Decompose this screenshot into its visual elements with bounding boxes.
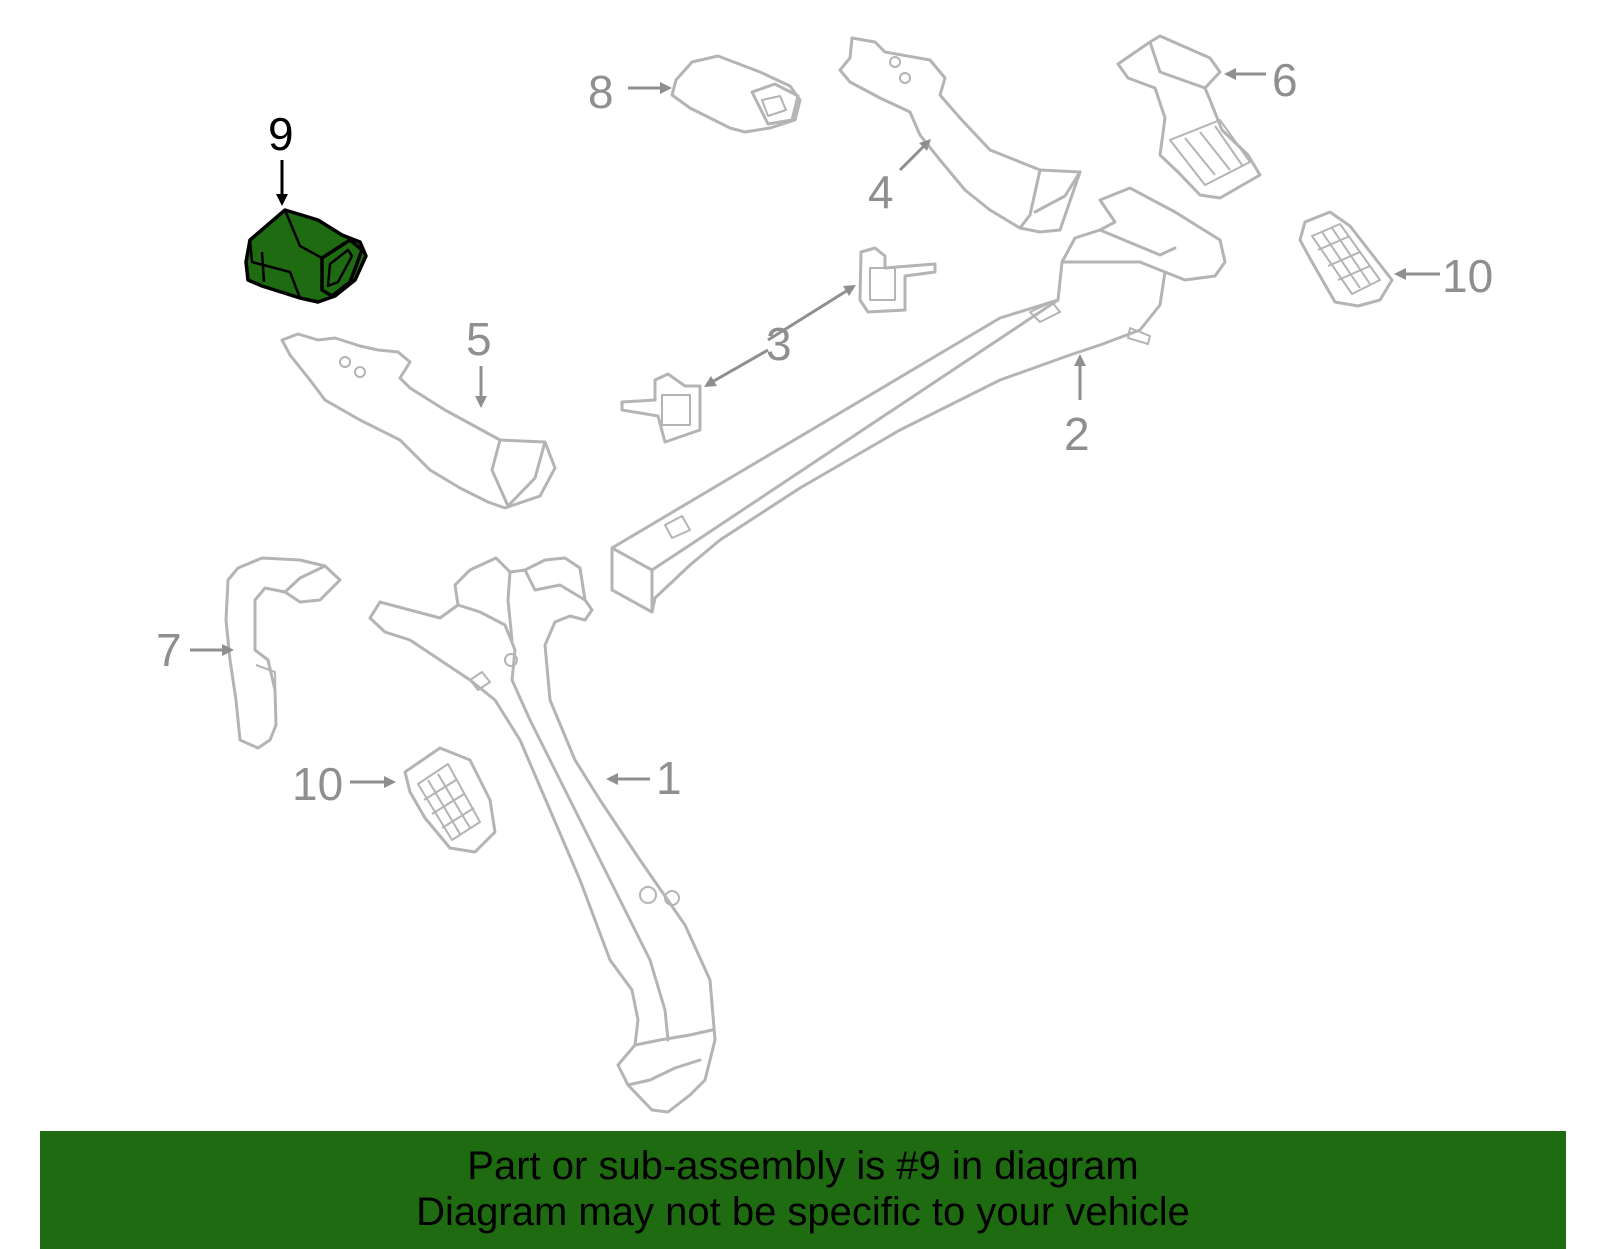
callout-5: 5 — [466, 313, 492, 408]
callout-10-upper: 10 — [1394, 250, 1493, 302]
callout-label: 5 — [466, 313, 492, 365]
part-7-side-duct — [224, 556, 342, 750]
part-8-duct — [670, 54, 802, 134]
callout-label-highlighted: 9 — [268, 108, 294, 160]
part-3-clips — [620, 246, 937, 444]
callout-label: 4 — [868, 166, 894, 218]
callout-8: 8 — [588, 66, 672, 118]
part-2-main-duct — [610, 186, 1227, 614]
part-9-highlighted-duct[interactable] — [244, 208, 368, 304]
part-1-floor-duct — [368, 556, 717, 1114]
part-6-vent — [1116, 34, 1262, 200]
callout-7: 7 — [156, 624, 234, 676]
callout-9: 9 — [268, 108, 294, 206]
info-banner: Part or sub-assembly is #9 in diagram Di… — [40, 1131, 1566, 1249]
part-10-grille-upper — [1298, 210, 1394, 308]
part-4-vent-duct — [838, 36, 1082, 234]
callout-10-lower: 10 — [292, 758, 396, 810]
callout-6: 6 — [1224, 54, 1298, 106]
callout-label: 10 — [1442, 250, 1493, 302]
callout-label: 1 — [656, 752, 682, 804]
callout-label: 7 — [156, 624, 182, 676]
callout-1: 1 — [606, 752, 682, 804]
callout-3: 3 — [704, 285, 856, 387]
banner-line-2: Diagram may not be specific to your vehi… — [416, 1190, 1190, 1234]
callout-label: 8 — [588, 66, 614, 118]
part-10-grille-lower — [403, 746, 497, 854]
callout-label: 6 — [1272, 54, 1298, 106]
part-5-vent-duct — [280, 332, 557, 510]
callout-label: 10 — [292, 758, 343, 810]
callout-2: 2 — [1064, 354, 1090, 460]
callout-label: 3 — [766, 318, 792, 370]
banner-line-1: Part or sub-assembly is #9 in diagram — [467, 1144, 1139, 1188]
callout-label: 2 — [1064, 408, 1090, 460]
callout-4: 4 — [868, 139, 931, 218]
